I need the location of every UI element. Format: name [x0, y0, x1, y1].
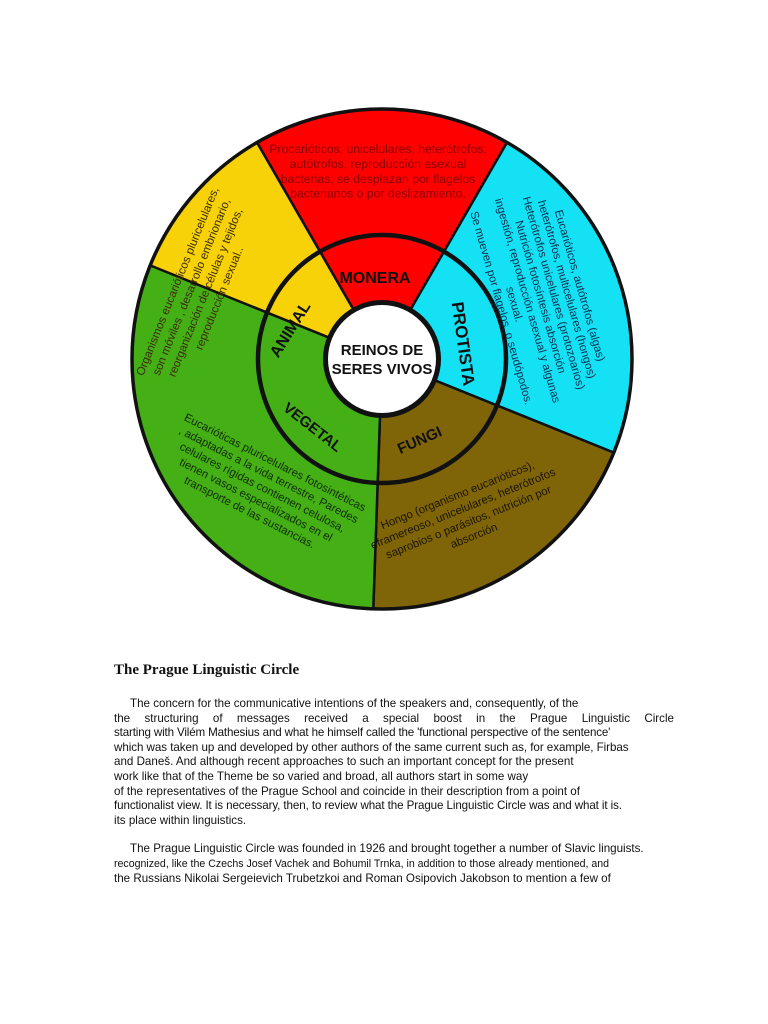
description-line: bacterianos o por deslizamiento.: [290, 187, 465, 201]
paragraph-line: its place within linguistics.: [114, 813, 247, 827]
article-title: The Prague Linguistic Circle: [114, 662, 300, 678]
paragraph-line: which was taken up and developed by othe…: [114, 740, 629, 754]
article-paragraph-2: The Prague Linguistic Circle was founded…: [114, 842, 674, 886]
description-monera: Procarióticos, unicelulares, heterótrofo…: [269, 142, 486, 200]
paragraph-line: the structuring of messages received a s…: [114, 711, 674, 725]
paragraph-line: the Russians Nikolai Sergeievich Trubetz…: [114, 871, 611, 885]
article-paragraph-1: The concern for the communicative intent…: [114, 697, 674, 828]
paragraph-line: The concern for the communicative intent…: [130, 697, 579, 710]
center-circle: [328, 305, 436, 413]
article: The Prague Linguistic Circle The concern…: [114, 662, 674, 900]
center-label-line: REINOS DE: [341, 342, 424, 359]
outer-ring: [130, 107, 634, 611]
paragraph-line: recognized, like the Czechs Josef Vachek…: [114, 857, 610, 870]
paragraph-line: work like that of the Theme be so varied…: [114, 769, 529, 783]
paragraph-line: functionalist view. It is necessary, the…: [114, 799, 622, 813]
paragraph-line: The Prague Linguistic Circle was founded…: [130, 842, 644, 856]
center-label-line: SERES VIVOS: [332, 361, 433, 378]
description-line: Procarióticos, unicelulares, heterótrofo…: [269, 142, 486, 156]
middle-ring: [255, 232, 509, 486]
paragraph-line: of the representatives of the Prague Sch…: [114, 784, 580, 798]
description-line: autótrofos, reproducción asexual: [290, 157, 467, 171]
paragraph-line: and Daneš. And although recent approache…: [114, 755, 574, 769]
kingdom-label-monera: MONERA: [339, 270, 411, 287]
description-line: bacterias, se desplazan por flagelos: [281, 172, 475, 186]
paragraph-line: starting with Vilém Mathesius and what h…: [114, 726, 611, 740]
